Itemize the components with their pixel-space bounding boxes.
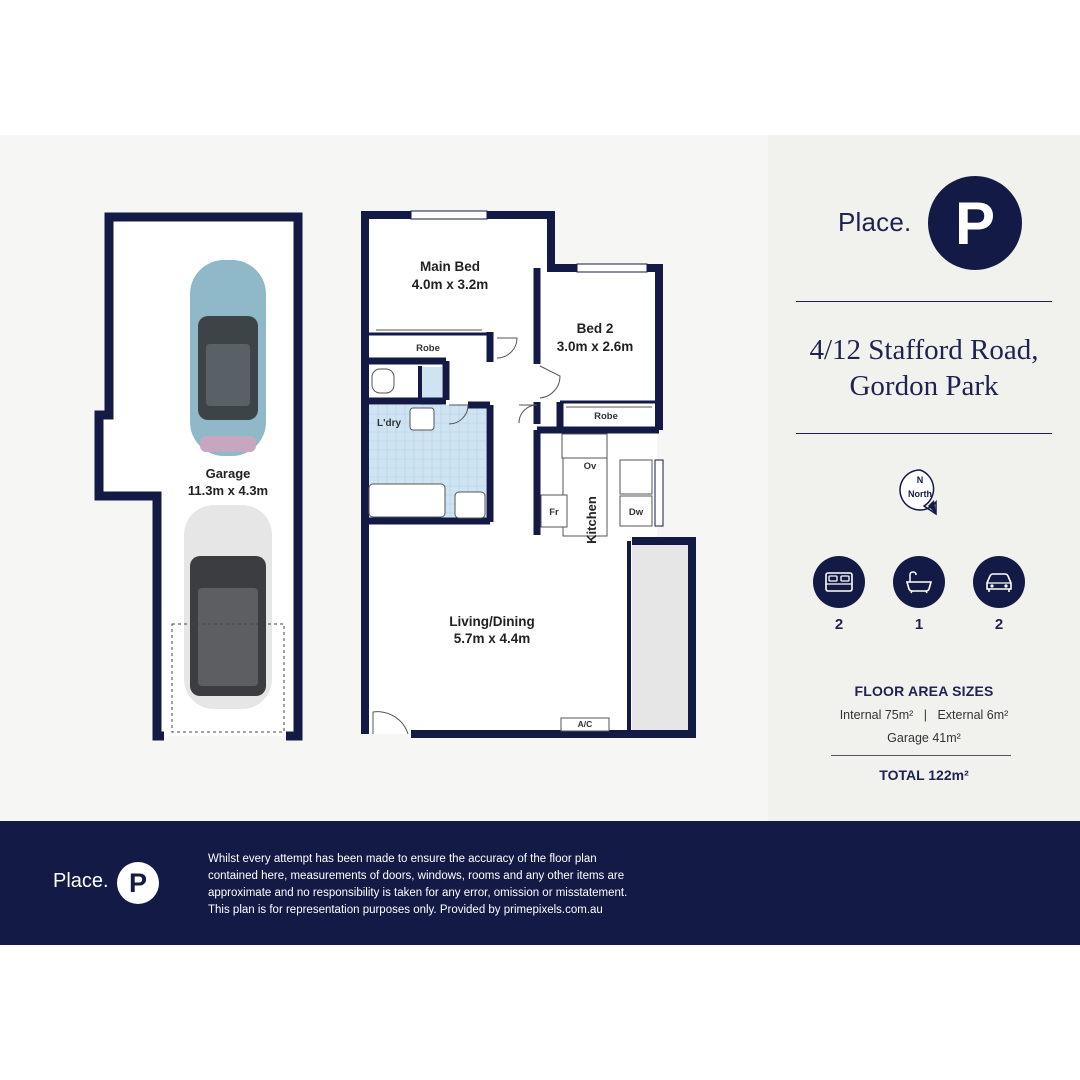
dishwasher-label: Dw <box>629 507 644 518</box>
bed-count: 2 <box>834 616 844 633</box>
divider-bottom <box>796 433 1052 434</box>
compass-icon: N North <box>899 469 937 516</box>
unit: Main Bed 4.0m x 3.2m Bed 2 3.0m x 2.6m L… <box>361 210 696 738</box>
bed-icon <box>813 556 865 608</box>
car-count: 2 <box>994 616 1004 633</box>
dishwasher <box>619 495 653 527</box>
compass-n: N <box>917 475 924 485</box>
fridge-label: Fr <box>549 507 559 518</box>
bath-basin <box>454 491 486 519</box>
area-internal: Internal 75m² <box>839 708 914 722</box>
bath-icon <box>893 556 945 608</box>
garage: Garage 11.3m x 4.3m <box>94 212 303 741</box>
car-icon <box>973 556 1025 608</box>
floor-area-title: FLOOR AREA SIZES <box>854 683 994 699</box>
air-conditioner <box>560 717 610 732</box>
balcony <box>632 541 692 734</box>
kitchen-label: Kitchen <box>584 496 599 544</box>
robe-bed2-label: Robe <box>594 411 618 422</box>
laundry-label: L'dry <box>377 418 401 429</box>
garage-size: 11.3m x 4.3m <box>188 483 268 498</box>
kitchen-bench <box>562 457 608 537</box>
footer-brand-logo: P <box>117 862 159 904</box>
bath-count: 1 <box>914 616 924 633</box>
area-total: TOTAL 122m² <box>879 767 969 783</box>
robe-main-label: Robe <box>416 343 440 354</box>
toilet <box>371 368 395 394</box>
main-bed-size: 4.0m x 3.2m <box>412 277 489 292</box>
disclaimer-line: approximate and no responsibility is tak… <box>208 887 628 899</box>
compass-label: North <box>908 489 932 499</box>
area-garage: Garage 41m² <box>887 731 961 745</box>
area-separator: | <box>923 708 928 722</box>
footer-brand-name: Place. <box>53 870 109 892</box>
footer-band <box>0 821 1080 945</box>
address-line-2: Gordon Park <box>849 370 999 402</box>
oven-label: Ov <box>584 461 597 472</box>
area-divider <box>831 755 1011 756</box>
disclaimer-line: contained here, measurements of doors, w… <box>208 870 625 882</box>
ac-label: A/C <box>578 719 593 729</box>
disclaimer-line: Whilst every attempt has been made to en… <box>208 853 597 865</box>
divider-top <box>796 301 1052 302</box>
fridge <box>540 494 568 528</box>
floor-area-internal-external: Internal 75m² | External 6m² <box>796 708 1052 722</box>
living-name: Living/Dining <box>449 614 535 629</box>
car-white <box>184 505 272 709</box>
area-external: External 6m² <box>937 708 1009 722</box>
bed2-size: 3.0m x 2.6m <box>557 339 634 354</box>
disclaimer-line: This plan is for representation purposes… <box>208 904 603 916</box>
garage-name: Garage <box>206 466 251 481</box>
cooktop <box>561 433 608 459</box>
bed2-name: Bed 2 <box>577 321 614 336</box>
address-line-1: 4/12 Stafford Road, <box>809 334 1039 366</box>
laundry-tub <box>409 407 435 431</box>
bathtub <box>368 483 446 518</box>
brand-name: Place. <box>838 207 912 237</box>
brand-logo: P <box>928 176 1022 270</box>
living-size: 5.7m x 4.4m <box>454 631 531 646</box>
disclaimer: Whilst every attempt has been made to en… <box>208 851 668 919</box>
main-bed-name: Main Bed <box>420 259 480 274</box>
car-blue <box>190 260 266 456</box>
kitchen-sink <box>619 459 653 495</box>
